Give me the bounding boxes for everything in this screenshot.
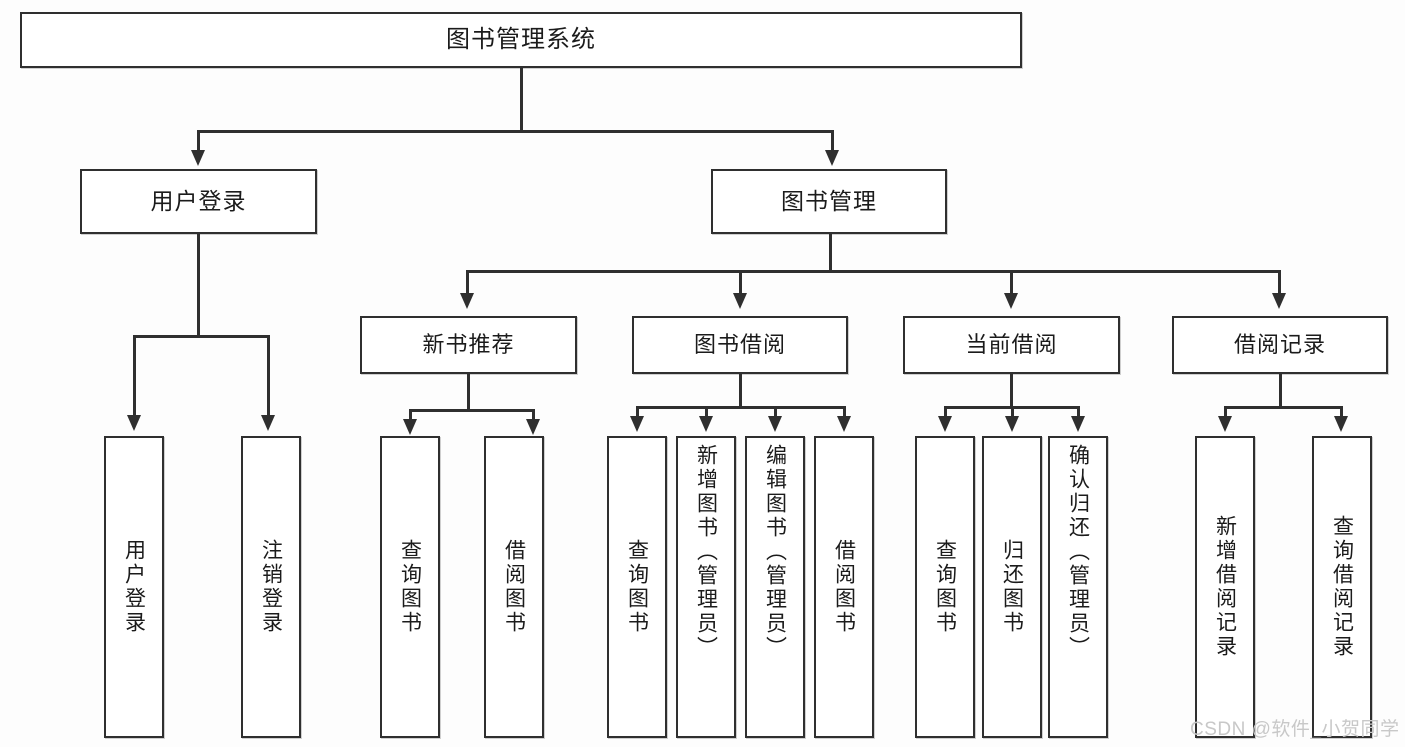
connector-user-login-drop-2 bbox=[267, 335, 270, 417]
connector-br-bus bbox=[1224, 406, 1342, 409]
arrow-to-book-management bbox=[825, 150, 839, 166]
node-book-management[interactable]: 图书管理 bbox=[711, 169, 947, 234]
leaf-confirm-return-label: 确认归还（管理员） bbox=[1066, 444, 1090, 660]
leaf-edit-book-label: 编辑图书（管理员） bbox=[763, 444, 787, 660]
arrow-to-leaf-borrow-book-2 bbox=[837, 416, 851, 432]
watermark: CSDN @软件_小贺同学 bbox=[1190, 719, 1400, 740]
arrow-to-new-book-recommend bbox=[460, 293, 474, 309]
node-user-login-label: 用户登录 bbox=[150, 188, 247, 215]
connector-bb-drop-3 bbox=[774, 406, 777, 418]
arrow-to-leaf-query-record bbox=[1334, 416, 1348, 432]
leaf-query-record[interactable]: 查询借阅记录 bbox=[1312, 436, 1372, 738]
leaf-query-book-2[interactable]: 查询图书 bbox=[607, 436, 667, 738]
connector-bb-drop-1 bbox=[636, 406, 639, 418]
node-borrow-record[interactable]: 借阅记录 bbox=[1172, 316, 1388, 374]
leaf-query-book-1[interactable]: 查询图书 bbox=[380, 436, 440, 738]
connector-cb-drop-2 bbox=[1011, 406, 1014, 418]
arrow-to-leaf-borrow-book-1 bbox=[526, 419, 540, 435]
node-user-login[interactable]: 用户登录 bbox=[80, 169, 317, 234]
node-current-borrow-label: 当前借阅 bbox=[965, 332, 1058, 358]
leaf-query-book-3[interactable]: 查询图书 bbox=[915, 436, 975, 738]
leaf-query-book-2-label: 查询图书 bbox=[625, 539, 649, 635]
arrow-to-leaf-add-book bbox=[699, 416, 713, 432]
leaf-add-record[interactable]: 新增借阅记录 bbox=[1195, 436, 1255, 738]
arrow-to-leaf-edit-book bbox=[768, 416, 782, 432]
arrow-to-leaf-user-logout bbox=[261, 415, 275, 431]
connector-user-login-drop-1 bbox=[133, 335, 136, 417]
node-root[interactable]: 图书管理系统 bbox=[20, 12, 1022, 68]
node-borrow-record-label: 借阅记录 bbox=[1233, 332, 1326, 358]
connector-root-bus bbox=[197, 130, 834, 133]
leaf-return-book[interactable]: 归还图书 bbox=[982, 436, 1042, 738]
connector-root-drop-left bbox=[197, 130, 200, 152]
leaf-return-book-label: 归还图书 bbox=[1000, 539, 1024, 635]
arrow-to-book-borrow bbox=[733, 293, 747, 309]
arrow-to-leaf-user-login bbox=[127, 415, 141, 431]
leaf-add-record-label: 新增借阅记录 bbox=[1213, 515, 1237, 659]
leaf-user-logout[interactable]: 注销登录 bbox=[241, 436, 301, 738]
leaf-user-login-label: 用户登录 bbox=[122, 539, 146, 635]
leaf-add-book[interactable]: 新增图书（管理员） bbox=[676, 436, 736, 738]
node-book-borrow-label: 图书借阅 bbox=[693, 332, 786, 358]
arrow-to-leaf-query-book-1 bbox=[403, 419, 417, 435]
arrow-to-borrow-record bbox=[1272, 293, 1286, 309]
leaf-user-login[interactable]: 用户登录 bbox=[104, 436, 164, 738]
connector-nbr-bus bbox=[409, 409, 534, 412]
connector-br-drop-2 bbox=[1340, 406, 1343, 418]
arrow-to-leaf-return-book bbox=[1005, 416, 1019, 432]
leaf-query-book-3-label: 查询图书 bbox=[933, 539, 957, 635]
node-current-borrow[interactable]: 当前借阅 bbox=[903, 316, 1120, 374]
connector-bm-drop-2 bbox=[739, 270, 742, 295]
leaf-borrow-book-2-label: 借阅图书 bbox=[832, 539, 856, 635]
leaf-confirm-return[interactable]: 确认归还（管理员） bbox=[1048, 436, 1108, 738]
leaf-add-book-label: 新增图书（管理员） bbox=[694, 444, 718, 660]
connector-nbr-drop-1 bbox=[409, 409, 412, 421]
connector-root-stem bbox=[520, 68, 523, 130]
connector-bb-bus bbox=[636, 406, 846, 409]
leaf-borrow-book-2[interactable]: 借阅图书 bbox=[814, 436, 874, 738]
leaf-query-record-label: 查询借阅记录 bbox=[1330, 515, 1354, 659]
arrow-to-user-login bbox=[191, 150, 205, 166]
arrow-to-leaf-query-book-2 bbox=[630, 416, 644, 432]
connector-cb-stem bbox=[1010, 374, 1013, 406]
arrow-to-leaf-add-record bbox=[1218, 416, 1232, 432]
arrow-to-leaf-confirm-return bbox=[1071, 416, 1085, 432]
node-new-book-recommend[interactable]: 新书推荐 bbox=[360, 316, 577, 374]
leaf-borrow-book-1-label: 借阅图书 bbox=[502, 539, 526, 635]
leaf-user-logout-label: 注销登录 bbox=[259, 539, 283, 635]
connector-user-login-bus bbox=[133, 335, 269, 338]
leaf-query-book-1-label: 查询图书 bbox=[398, 539, 422, 635]
arrow-to-current-borrow bbox=[1004, 293, 1018, 309]
connector-bm-drop-4 bbox=[1278, 270, 1281, 295]
connector-bm-drop-1 bbox=[466, 270, 469, 295]
connector-nbr-drop-2 bbox=[532, 409, 535, 421]
connector-bm-drop-3 bbox=[1010, 270, 1013, 295]
leaf-borrow-book-1[interactable]: 借阅图书 bbox=[484, 436, 544, 738]
connector-book-management-stem bbox=[829, 234, 832, 270]
connector-cb-drop-1 bbox=[944, 406, 947, 418]
connector-book-management-bus bbox=[466, 270, 1280, 273]
node-new-book-recommend-label: 新书推荐 bbox=[422, 332, 515, 358]
connector-bb-stem bbox=[739, 374, 742, 406]
node-book-management-label: 图书管理 bbox=[781, 188, 877, 215]
connector-nbr-stem bbox=[467, 374, 470, 409]
connector-cb-drop-3 bbox=[1077, 406, 1080, 418]
arrow-to-leaf-query-book-3 bbox=[938, 416, 952, 432]
connector-root-drop-right bbox=[831, 130, 834, 152]
connector-br-stem bbox=[1279, 374, 1282, 406]
connector-br-drop-1 bbox=[1224, 406, 1227, 418]
leaf-edit-book[interactable]: 编辑图书（管理员） bbox=[745, 436, 805, 738]
node-root-label: 图书管理系统 bbox=[446, 26, 596, 54]
node-book-borrow[interactable]: 图书借阅 bbox=[632, 316, 848, 374]
connector-bb-drop-4 bbox=[843, 406, 846, 418]
connector-user-login-stem bbox=[197, 234, 200, 335]
connector-bb-drop-2 bbox=[705, 406, 708, 418]
